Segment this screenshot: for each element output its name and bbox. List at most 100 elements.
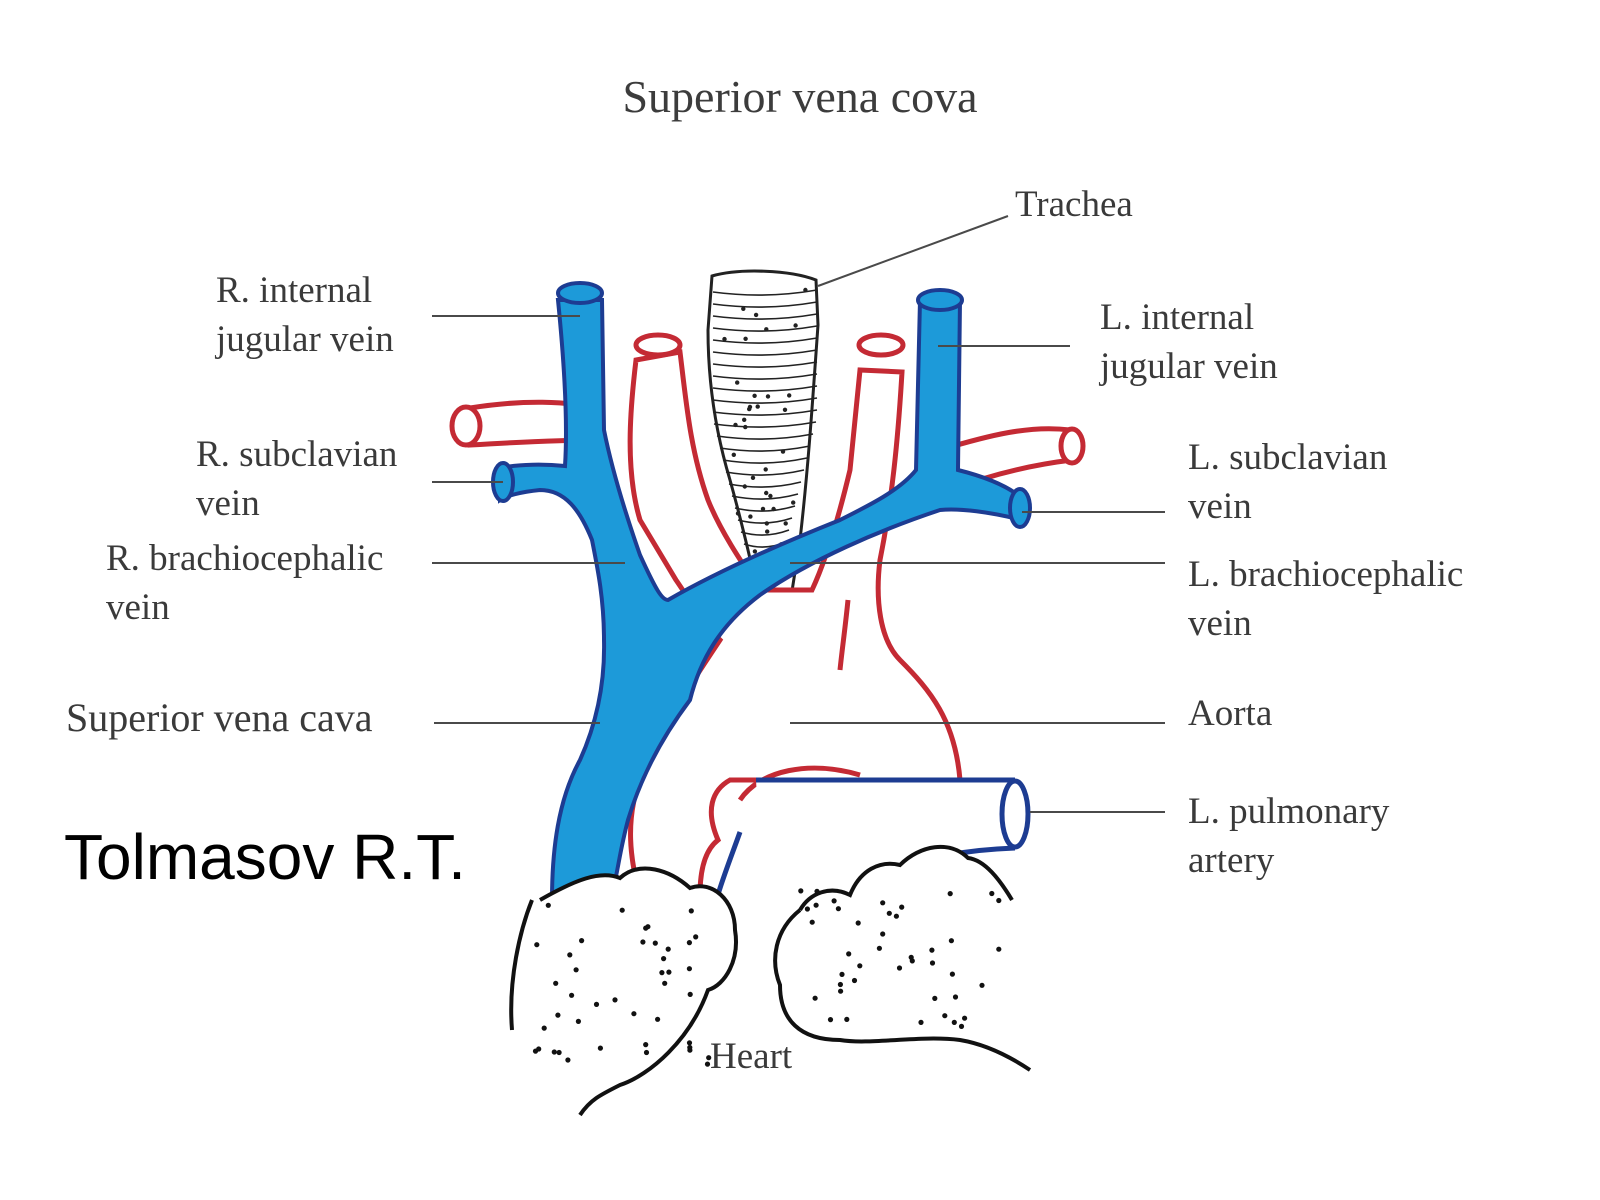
heart-dot [893,913,900,919]
heart-dot [555,1012,561,1018]
heart-dot [556,1049,562,1056]
heart-dot [686,940,693,946]
heart-dot [579,938,585,944]
heart-dot [989,890,995,897]
trachea-dot [722,336,727,342]
label-line: vein [1188,603,1252,644]
heart-dot [918,1019,924,1025]
trachea-ring [725,469,805,476]
heart-dot [693,934,699,940]
heart-dot [899,904,905,910]
heart-dot [631,1011,637,1017]
label-l-brachiocephalic-vein: L. brachiocephalic vein [1188,550,1463,648]
heart [509,844,1032,1117]
trachea-ring [712,385,818,392]
trachea-dot [782,407,788,412]
label-aorta: Aorta [1188,689,1272,738]
label-r-brachiocephalic-vein: R. brachiocephalic vein [106,534,383,632]
trachea-dot [731,452,736,457]
trachea-ring [712,361,818,368]
trachea-ring [712,313,818,320]
heart-dot [846,951,852,957]
heart-dot [659,970,665,976]
label-line: Superior vena cava [66,695,373,740]
heart-dot [686,1040,693,1046]
heart-dot [640,939,646,945]
heart-dot [565,1057,571,1063]
trachea-dot [763,467,768,472]
heart-dot [536,1046,542,1052]
trachea-dot [764,521,769,526]
label-line: R. subclavian [196,434,398,475]
heart-dot [838,988,844,994]
heart-dot [948,938,955,944]
label-line: jugular vein [216,319,394,360]
heart-dot [827,1017,834,1023]
heart-dot [942,1013,948,1019]
trachea-dot [791,500,796,505]
label-line: L. subclavian [1188,437,1388,478]
label-line: R. brachiocephalic [106,538,384,579]
heart-dot [662,980,668,986]
trachea-dot [780,449,786,454]
heart-dot [855,920,861,926]
trachea-dot [741,306,746,311]
label-line: L. pulmonary [1188,791,1390,832]
heart-dot [886,910,892,916]
trachea-ring [712,301,818,308]
heart-dot [962,1015,968,1021]
heart-dot [686,966,693,972]
heart-dot [573,967,579,973]
trachea-dot [733,422,738,428]
trachea-dot [755,404,760,409]
trachea-ring [722,457,808,464]
heart-dot [687,991,693,998]
heart-dot [896,965,903,971]
heart-dot [687,1047,693,1053]
heart-dot [876,945,883,951]
trachea-ring [716,433,814,440]
heart-dot [951,1019,957,1025]
trachea-ring [713,421,817,428]
trachea-dot [750,475,756,480]
trachea-ring [731,493,799,500]
trachea-ring [712,409,818,416]
label-line: L. internal [1100,297,1255,338]
author-watermark: Tolmasov R.T. [64,821,466,893]
label-superior-vena-cava: Superior vena cava [66,693,373,742]
heart-dot [804,906,811,912]
heart-dot [652,940,658,946]
heart-dot [551,1049,557,1055]
leader-lines [432,215,1165,813]
heart-dot [814,888,820,894]
heart-dot [688,908,694,914]
label-l-subclavian-vein: L. subclavian vein [1188,433,1387,531]
label-heart: Heart [710,1032,792,1081]
heart-dot [661,956,667,962]
heart-dot [837,981,844,988]
heart-dot [839,971,845,978]
trachea-ring [712,349,818,356]
heart-dot [612,997,618,1003]
heart-dot [949,971,956,977]
heart-dot [812,995,818,1001]
heart-dot [545,902,551,908]
heart-dot [666,969,672,975]
heart-dot [655,1016,661,1022]
heart-dot [929,960,936,966]
label-line: L. brachiocephalic [1188,554,1464,595]
heart-dot [996,946,1002,952]
heart-dot [665,946,671,952]
label-trachea: Trachea [1015,180,1133,229]
heart-dot [567,952,573,958]
trachea-dot [765,394,771,399]
label-line: jugular vein [1100,346,1278,387]
trachea-dot [783,521,788,526]
trachea-dot [768,493,773,499]
trachea-dot [742,417,747,422]
label-line: R. internal [216,270,373,311]
trachea-dot [735,511,741,516]
trachea-dot [765,529,770,534]
vein-shape [498,298,1024,903]
